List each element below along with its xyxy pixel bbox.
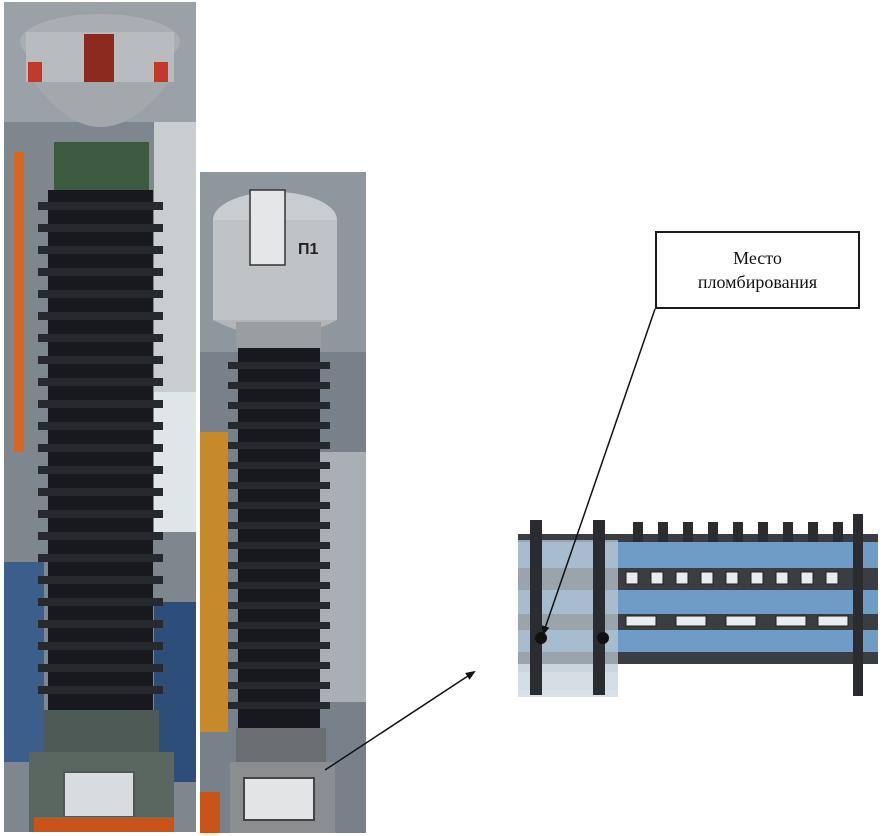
callout-line-1: Место [733, 248, 782, 268]
transformer-photo-left [4, 2, 196, 832]
callout-line-2: пломбирования [697, 272, 818, 292]
transformer-photo-middle: П1 [200, 172, 366, 833]
transformer-left-illustration [4, 2, 196, 832]
transformer-mid-illustration: П1 [200, 172, 366, 833]
terminal-block-illustration [518, 514, 878, 697]
sealing-location-callout: Место пломбирования [655, 231, 860, 309]
terminal-block-image [508, 512, 893, 712]
head-marking-label: П1 [298, 241, 319, 258]
